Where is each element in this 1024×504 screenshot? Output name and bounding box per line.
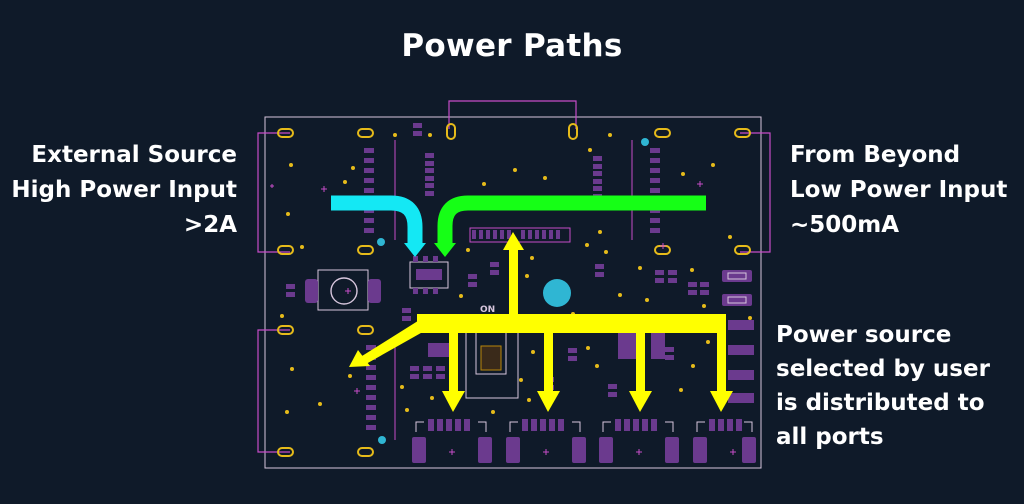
page-title: Power Paths: [401, 28, 623, 64]
port-1: [412, 419, 492, 463]
push-button: [305, 269, 381, 311]
slide-switch: ON: [465, 305, 519, 399]
from-beyond-line-2: Low Power Input: [790, 177, 1008, 203]
external-source-line-1: External Source: [31, 142, 237, 168]
from-beyond-line-3: ~500mA: [790, 212, 900, 238]
distribution-arrows: [349, 232, 733, 412]
external-source-line-2: High Power Input: [11, 177, 237, 203]
distribution-line-4: all ports: [776, 424, 884, 450]
center-mounting-hole: [543, 279, 571, 307]
jack-bottom-left: [257, 325, 396, 457]
distribution-line-3: is distributed to: [776, 390, 985, 416]
vias: [280, 133, 752, 414]
distribution-bus: [417, 314, 726, 333]
right-led-stack: [722, 270, 754, 403]
distribution-line-2: selected by user: [776, 356, 990, 382]
silkscreen-marks: [270, 181, 736, 455]
top-connector-outline: [448, 100, 577, 129]
distribution-line-1: Power source: [776, 322, 952, 348]
external-source-line-3: >2A: [183, 212, 237, 238]
top-connector-holes: [446, 123, 578, 140]
port-3: [599, 419, 679, 463]
external-power-arrow: [331, 195, 426, 257]
from-beyond-line-1: From Beyond: [790, 142, 961, 168]
jack-top-left: [257, 128, 396, 255]
beyond-power-arrow: [434, 195, 706, 257]
port-4: [693, 419, 756, 463]
external-source-label: External Source High Power Input >2A: [11, 138, 237, 243]
port-2: [506, 419, 586, 463]
mux-ic: [409, 256, 449, 294]
distribution-label: Power source selected by user is distrib…: [776, 318, 990, 454]
board-outline: [264, 116, 762, 469]
bottom-port-footprints: [412, 419, 756, 463]
main-ic: [469, 227, 571, 243]
switch-on-text: ON: [480, 305, 495, 315]
from-beyond-label: From Beyond Low Power Input ~500mA: [790, 138, 1007, 243]
smd-components: [286, 123, 709, 397]
